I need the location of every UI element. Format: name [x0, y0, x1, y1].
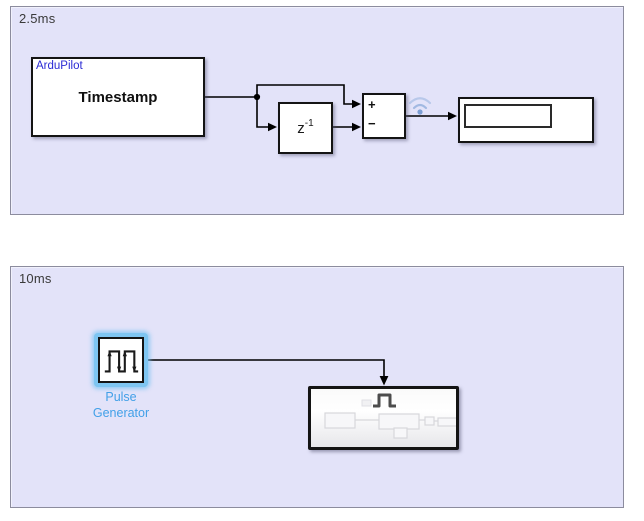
- block-name: Timestamp: [78, 88, 158, 106]
- sum-minus-port: −: [368, 116, 376, 131]
- timestamp-block[interactable]: ArduPilot Timestamp: [31, 57, 205, 137]
- area-label: 2.5ms: [19, 11, 56, 26]
- square-wave-icon: [104, 350, 139, 373]
- display-value-field: [464, 104, 552, 128]
- pulse-trigger-icon: [373, 393, 396, 408]
- wireless-logging-icon[interactable]: [406, 88, 436, 116]
- library-annotation: ArduPilot: [36, 60, 83, 72]
- subsystem-preview: [324, 393, 456, 439]
- preview-port: [361, 399, 372, 407]
- unit-delay-symbol: z-1: [297, 118, 314, 137]
- pulse-generator-block[interactable]: [98, 337, 144, 383]
- triggered-subsystem-block[interactable]: [308, 386, 459, 450]
- area-label: 10ms: [19, 271, 52, 286]
- unit-delay-block[interactable]: z-1: [278, 102, 333, 154]
- pulse-generator-label[interactable]: Pulse Generator: [92, 390, 150, 420]
- sum-block[interactable]: + −: [362, 93, 406, 139]
- display-block[interactable]: [458, 97, 594, 143]
- sum-plus-port: +: [368, 97, 376, 112]
